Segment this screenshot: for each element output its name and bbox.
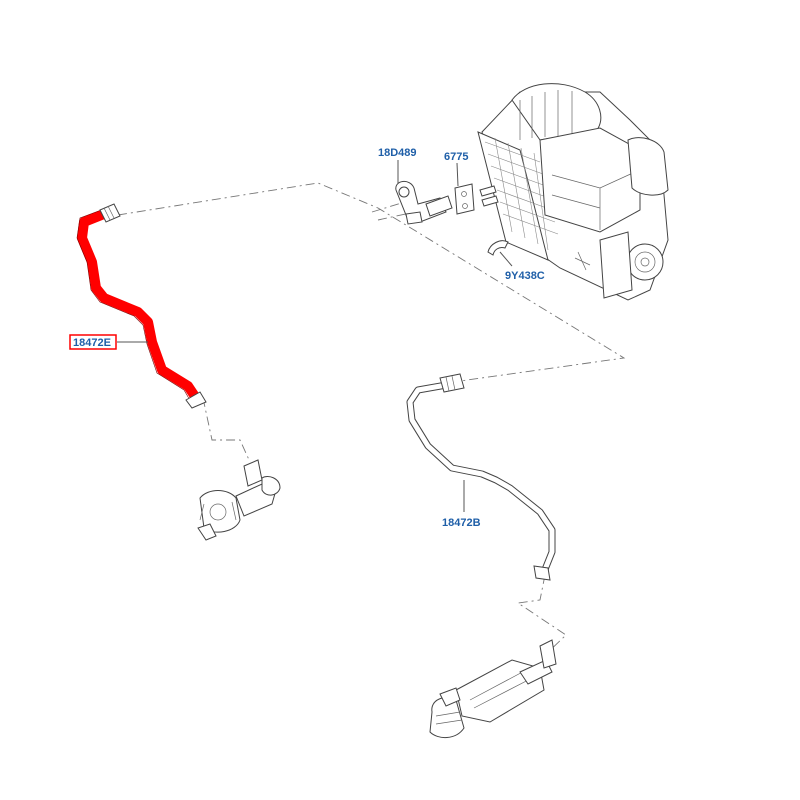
- leader-6775: [456, 162, 459, 187]
- callout-6775: 6775: [444, 151, 468, 163]
- callout-18472E-highlight-box: [69, 334, 117, 350]
- leader-9Y438C: [499, 251, 513, 267]
- callout-18472E: 18472E: [73, 337, 111, 349]
- heater-unit: [477, 83, 669, 301]
- callout-9Y438C: 9Y438C: [505, 270, 545, 282]
- callout-18D489: 18D489: [378, 147, 417, 159]
- heater-valve-assembly: [395, 181, 499, 225]
- routing-line-gasket: [377, 212, 411, 221]
- egr-cooler: [429, 639, 557, 738]
- hose-clip: [487, 240, 509, 256]
- callout-18472B: 18472B: [442, 517, 481, 529]
- leader-lines: [117, 160, 513, 512]
- heater-hose-lower: [406, 373, 556, 581]
- routing-line-upper-hose: [117, 182, 626, 382]
- heater-hose-upper-highlighted: [76, 203, 207, 409]
- thermostat-housing: [197, 459, 281, 541]
- routing-line-upper-to-thermostat: [202, 397, 251, 463]
- routing-line-lower-to-cooler: [516, 574, 567, 659]
- callouts: 18472E 18472B 18D489 6775 9Y438C: [69, 147, 545, 529]
